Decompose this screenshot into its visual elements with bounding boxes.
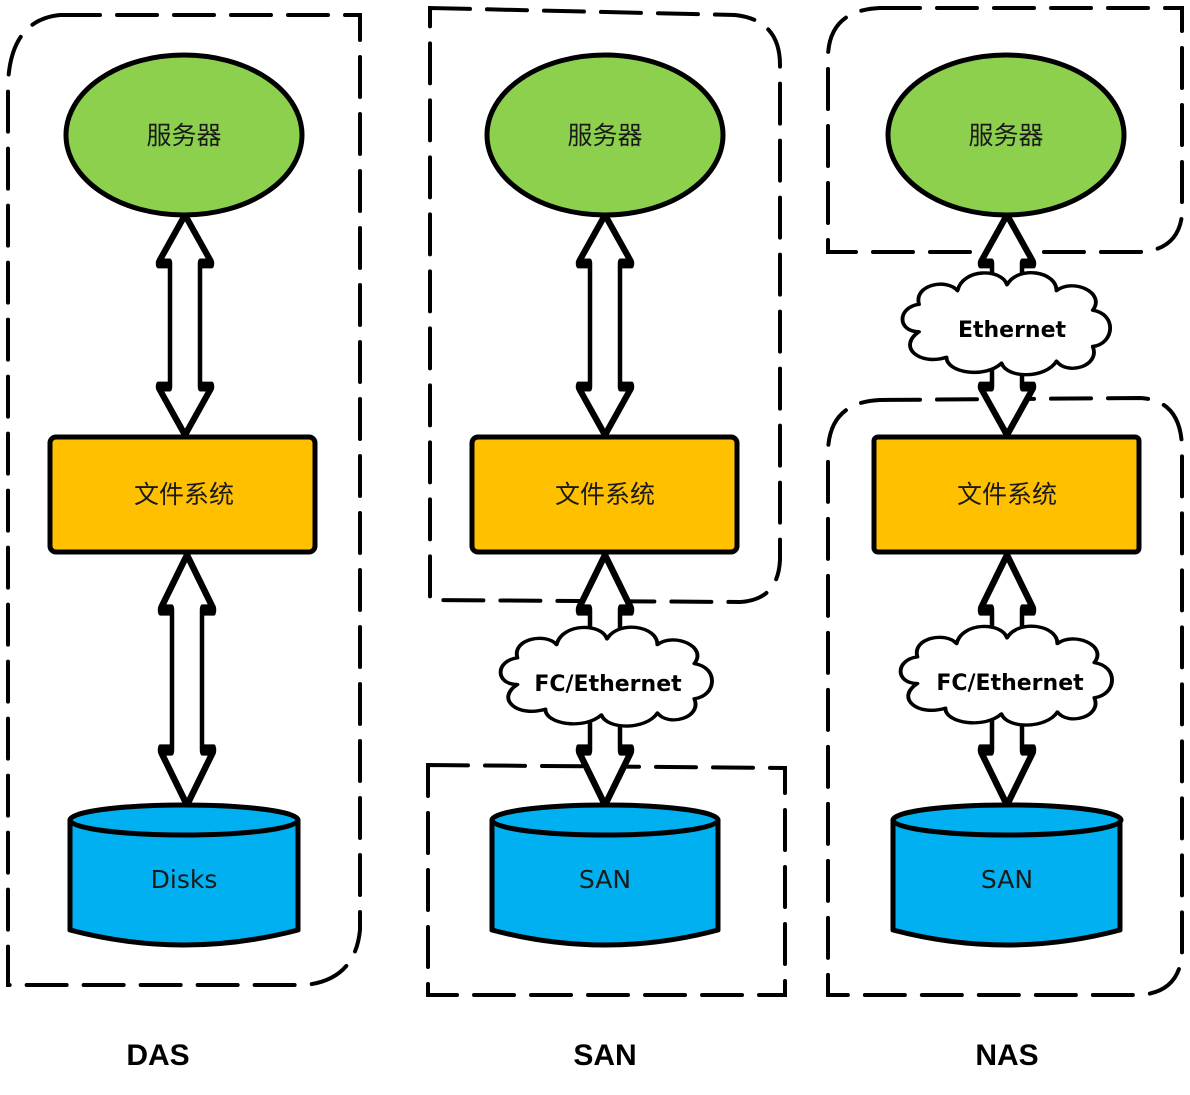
nas-appliance-dashed-boundary (826, 395, 1184, 997)
san-host-dashed-boundary (428, 5, 782, 605)
nas-column: 服务器 Ethernet 文件系统 FC/Ethernet SAN NAS (826, 6, 1184, 1072)
san-server-node: 服务器 (484, 52, 726, 218)
san-storage-node: SAN (489, 802, 721, 948)
san-filesystem-label: 文件系统 (555, 480, 655, 509)
san-storage-dashed-boundary (426, 762, 787, 997)
das-filesystem-to-disks-arrow (160, 555, 214, 805)
san-title: SAN (573, 1039, 636, 1072)
das-dashed-boundary (6, 13, 362, 987)
nas-server-label: 服务器 (968, 121, 1043, 150)
das-server-to-filesystem-arrow (158, 215, 212, 435)
das-disks-node: Disks (67, 802, 301, 948)
das-disks-label: Disks (151, 865, 218, 894)
nas-server-node: 服务器 (885, 52, 1127, 218)
nas-network-label: FC/Ethernet (936, 671, 1084, 696)
nas-storage-label: SAN (981, 865, 1033, 894)
san-network-cloud: FC/Ethernet (498, 625, 714, 729)
nas-storage-node: SAN (890, 802, 1124, 948)
das-title: DAS (126, 1039, 189, 1072)
san-filesystem-node: 文件系统 (469, 434, 740, 555)
nas-server-dashed-boundary (826, 6, 1184, 254)
san-column: 服务器 文件系统 FC/Ethernet SAN SAN (426, 5, 787, 1072)
das-server-label: 服务器 (146, 121, 221, 150)
san-server-label: 服务器 (567, 121, 642, 150)
nas-filesystem-node: 文件系统 (871, 434, 1142, 555)
das-server-node: 服务器 (63, 52, 305, 218)
san-storage-label: SAN (579, 865, 631, 894)
san-network-label: FC/Ethernet (534, 672, 682, 697)
nas-title: NAS (975, 1039, 1038, 1072)
nas-ethernet-label: Ethernet (958, 318, 1067, 343)
das-filesystem-node: 文件系统 (47, 434, 318, 555)
nas-filesystem-label: 文件系统 (957, 480, 1057, 509)
san-server-to-filesystem-arrow (578, 215, 632, 435)
nas-network-cloud: FC/Ethernet (898, 624, 1114, 728)
das-column: 服务器 文件系统 Disks DAS (6, 13, 362, 1072)
das-filesystem-label: 文件系统 (134, 480, 234, 509)
nas-ethernet-cloud: Ethernet (900, 270, 1113, 377)
